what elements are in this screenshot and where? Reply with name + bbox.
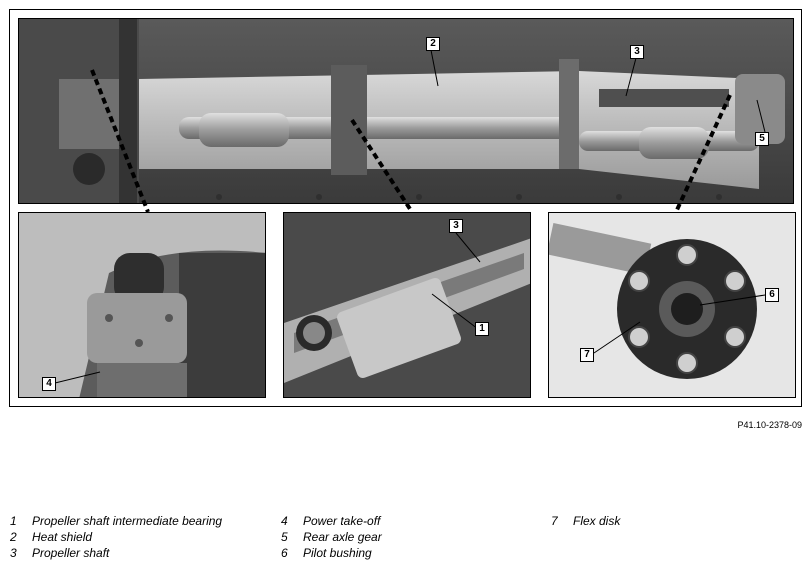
legend-number: 5 (281, 530, 288, 544)
legend-item: 1 Propeller shaft intermediate bearing (10, 513, 222, 529)
callout-3-main: 3 (630, 45, 644, 59)
legend-item: 2 Heat shield (10, 529, 222, 545)
legend-number: 7 (551, 514, 558, 528)
legend-label: Heat shield (32, 530, 93, 544)
legend-label: Rear axle gear (303, 530, 382, 544)
callout-2: 2 (426, 37, 440, 51)
callout-7: 7 (580, 348, 594, 362)
underbody-photo (18, 18, 794, 204)
callout-1: 1 (475, 322, 489, 336)
callout-3-inset: 3 (449, 219, 463, 233)
legend-label: Propeller shaft (32, 546, 110, 560)
legend-number: 3 (10, 546, 17, 560)
legend-label: Propeller shaft intermediate bearing (32, 514, 223, 528)
legend-item: 7 Flex disk (551, 513, 620, 529)
legend-number: 6 (281, 546, 288, 560)
legend-item: 6 Pilot bushing (281, 545, 382, 561)
legend-label: Power take-off (303, 514, 381, 528)
legend-number: 1 (10, 514, 17, 528)
callout-4: 4 (42, 377, 56, 391)
legend-label: Pilot bushing (303, 546, 372, 560)
legend-number: 2 (10, 530, 17, 544)
legend-label: Flex disk (573, 514, 621, 528)
inset-intermediate-bearing-photo (283, 212, 531, 398)
legend-column-3: 7 Flex disk (551, 513, 620, 529)
legend-column-1: 1 Propeller shaft intermediate bearing 2 H… (10, 513, 222, 561)
callout-6: 6 (765, 288, 779, 302)
inset-flex-disk-photo (548, 212, 796, 398)
inset-power-take-off-photo (18, 212, 266, 398)
legend-item: 5 Rear axle gear (281, 529, 382, 545)
legend-number: 4 (281, 514, 288, 528)
figure-reference: P41.10-2378-09 (737, 420, 802, 430)
callout-5: 5 (755, 132, 769, 146)
legend-item: 4 Power take-off (281, 513, 382, 529)
legend-column-2: 4 Power take-off 5 Rear axle gear 6 Pilot b… (281, 513, 382, 561)
legend-item: 3 Propeller shaft (10, 545, 222, 561)
